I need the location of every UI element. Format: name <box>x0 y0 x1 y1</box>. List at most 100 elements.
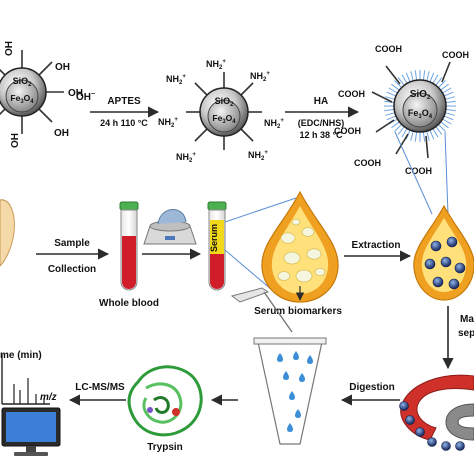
extraction-label: Extraction <box>352 240 401 251</box>
ha-spike <box>391 121 400 129</box>
shell-label: SiO2 <box>13 76 33 88</box>
shell-label: SiO2 <box>215 96 235 108</box>
ha-spike <box>438 124 446 132</box>
oh-label: OH <box>55 62 70 73</box>
drop-with-nanoparticles <box>413 204 474 301</box>
ms-spectrum <box>1 354 50 405</box>
nanoparticle-dot <box>454 262 466 274</box>
ha-spike <box>414 131 418 142</box>
whole-blood-tube <box>119 201 139 291</box>
nanoparticle-dot <box>405 415 415 425</box>
nh2-label: NH2+ <box>176 152 196 164</box>
ha-spike <box>388 87 398 94</box>
ha-spike <box>422 131 426 142</box>
zoom-line <box>224 249 273 291</box>
lcms-label: LC-MS/MS <box>75 382 125 393</box>
nanoparticle-dot <box>427 437 437 447</box>
biomarker-blob <box>295 269 313 283</box>
trypsin-label: Trypsin <box>147 442 183 453</box>
mz-axis-label: m/z <box>40 392 57 403</box>
nanoparticle-ha: SiO2 Fe3O4 <box>371 61 456 159</box>
collection-label: Collection <box>48 264 96 275</box>
ha-spike <box>426 71 430 82</box>
oh-ligands <box>0 50 64 134</box>
nanoparticle-nh2: SiO2 Fe3O4 NH2+ NH2+ NH2+ NH2+ NH2+ NH2+… <box>158 59 284 164</box>
ha-spike <box>444 96 455 100</box>
nh2-ligands <box>186 72 262 150</box>
nanoparticle-dot <box>415 427 425 437</box>
peptide-drop <box>293 351 299 360</box>
nanoparticle-dot <box>448 278 460 290</box>
ha-spike <box>397 126 405 135</box>
ha-spike <box>410 71 414 82</box>
mag-label-line1: Ma <box>460 314 474 325</box>
peptide-drop <box>289 391 295 400</box>
ha-spike <box>405 72 411 83</box>
ha-spike <box>414 70 418 81</box>
ha-spike <box>386 115 397 121</box>
biomarker-blob <box>277 271 291 281</box>
ha-spike <box>445 100 456 104</box>
time-axis-label: me (min) <box>0 350 42 361</box>
nanoparticle-dot <box>440 256 452 268</box>
ha-spike <box>435 126 443 135</box>
ha-spike <box>429 72 435 83</box>
cooh-label: COOH <box>375 44 402 54</box>
ha-spike <box>442 87 452 94</box>
zoom-line <box>394 131 433 215</box>
biomarker-blob <box>301 227 315 237</box>
nanoparticle-dot <box>446 236 458 248</box>
hand-illustration <box>0 199 15 267</box>
nanoparticle-dot <box>432 276 444 288</box>
zoom-line <box>224 197 297 223</box>
shell-label: SiO2 <box>410 89 431 101</box>
ha-spike <box>438 80 446 88</box>
ha-spike <box>429 129 435 140</box>
trypsin-protein <box>127 365 203 437</box>
ha-spike <box>445 108 456 112</box>
magnet <box>399 374 474 451</box>
ha-spike <box>444 112 455 116</box>
cooh-label: COOH <box>354 158 381 168</box>
aptes-label: APTES <box>107 96 141 107</box>
ha-spike <box>442 118 452 125</box>
nh2-label: NH2+ <box>248 150 268 162</box>
nh2-label: NH2+ <box>206 59 226 71</box>
ha-spike <box>432 74 439 84</box>
nanoparticle-dot <box>424 258 436 270</box>
mag-label-line2: sep <box>458 328 474 339</box>
peptide-drop <box>287 423 293 432</box>
ha-spike <box>385 96 396 100</box>
ha-spike <box>440 121 449 129</box>
cooh-label: COOH <box>334 126 361 136</box>
nanoparticle-dot <box>399 401 409 411</box>
biomarker-blob <box>291 218 301 226</box>
biomarker-blob <box>283 251 301 265</box>
nh2-label: NH2+ <box>158 117 178 129</box>
digestion-label: Digestion <box>349 382 395 393</box>
magnetic-core <box>402 92 438 128</box>
computer-icon <box>1 407 61 456</box>
cooh-label: COOH <box>405 166 432 176</box>
core-label: Fe3O4 <box>10 93 34 105</box>
serum-tube-label: Serum <box>209 224 219 252</box>
ha-spike <box>384 108 395 112</box>
oh-label: OH <box>68 88 83 99</box>
cooh-label: COOH <box>338 89 365 99</box>
ha-spike <box>394 80 402 88</box>
nanoparticle-oh: SiO2 Fe3O4 OH OH OH OH OH <box>0 41 83 148</box>
hyaluronic-acid-coating <box>384 70 456 142</box>
zoom-line <box>444 131 449 215</box>
separated-nanoparticles <box>399 401 465 451</box>
core-label: Fe3O4 <box>408 108 433 120</box>
pipette <box>230 287 293 333</box>
ha-spike <box>397 77 405 86</box>
ha-spike <box>394 124 402 132</box>
biomarker-blobs <box>277 218 326 283</box>
ha-spike <box>386 91 397 97</box>
digestion-tube <box>253 337 327 445</box>
peptide-drop <box>277 353 283 362</box>
ha-spike <box>443 115 454 121</box>
ha-spike <box>426 130 430 141</box>
